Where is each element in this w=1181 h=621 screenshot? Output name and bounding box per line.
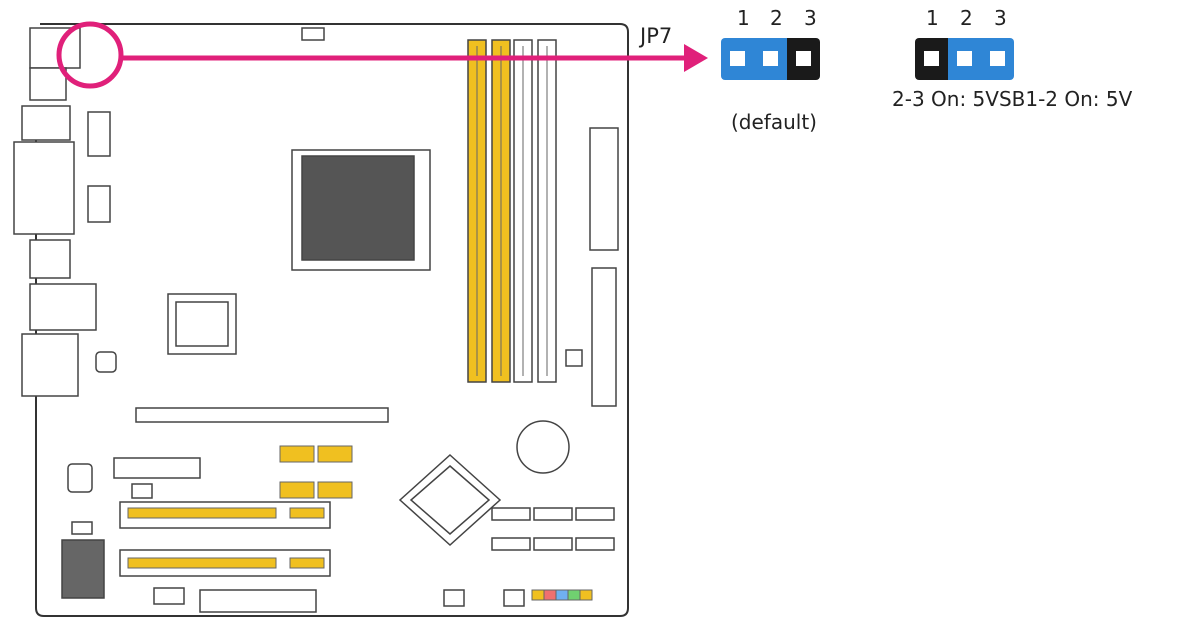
pin-number-3: 3: [994, 6, 1007, 30]
jumper-cap: [981, 38, 1014, 80]
pin-number-1: 1: [926, 6, 939, 30]
pin-number-2: 2: [770, 6, 783, 30]
default-caption: (default): [731, 110, 817, 134]
setting-description: 2-3 On: 5VSB1-2 On: 5V: [892, 87, 1132, 111]
jumper-cap: [948, 38, 981, 80]
jumper-name-label: JP7: [640, 24, 673, 48]
jumper-pins: [915, 38, 1014, 80]
pin-number-2: 2: [960, 6, 973, 30]
jp7-highlight-circle: [56, 21, 124, 89]
jumper-pins: [721, 38, 820, 80]
pin-number-3: 3: [804, 6, 817, 30]
description-5vsb: 2-3 On: 5VSB: [892, 87, 1026, 111]
jumper-pin: [915, 38, 948, 80]
description-5v: 1-2 On: 5V: [1025, 87, 1133, 111]
jumper-cap: [721, 38, 754, 80]
jumper-cap: [754, 38, 787, 80]
pin-number-1: 1: [737, 6, 750, 30]
jumper-pin: [787, 38, 820, 80]
motherboard-diagram: [13, 21, 629, 617]
